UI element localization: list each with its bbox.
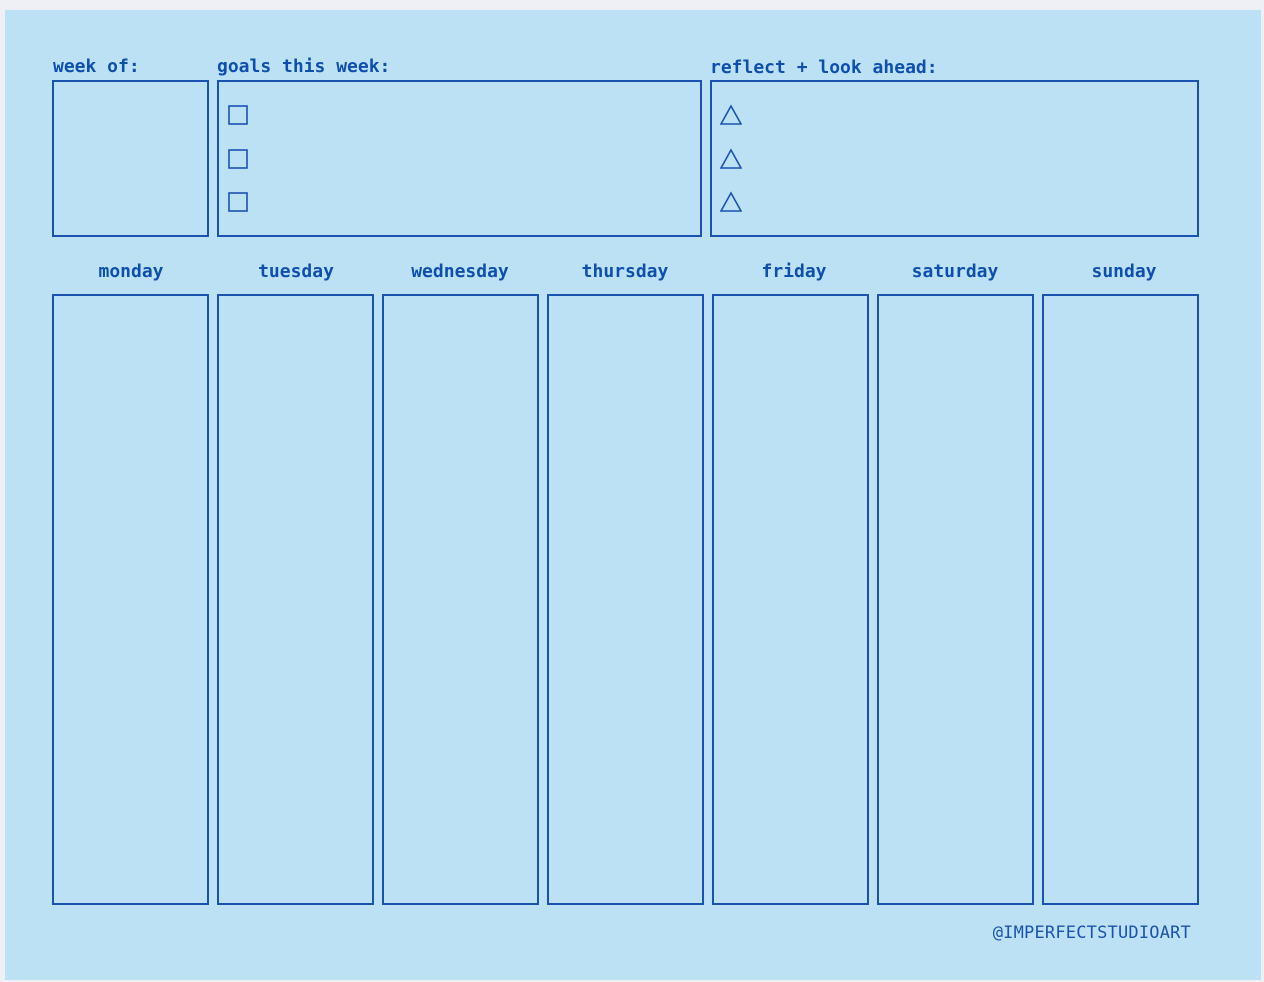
goals-label: goals this week:: [217, 56, 391, 77]
credit-text: @IMPERFECTSTUDIOART: [992, 923, 1191, 943]
triangle-icon: [720, 191, 742, 212]
day-column-sunday[interactable]: [1042, 294, 1199, 905]
reflect-label: reflect + look ahead:: [710, 57, 938, 78]
goals-box[interactable]: [217, 80, 702, 237]
week-of-field[interactable]: [52, 80, 209, 237]
day-label-tuesday: tuesday: [258, 261, 334, 282]
day-label-saturday: saturday: [911, 261, 999, 282]
day-label-wednesday: wednesday: [411, 261, 509, 282]
planner-page: week of: goals this week: reflect + look…: [5, 10, 1261, 980]
day-column-tuesday[interactable]: [217, 294, 374, 905]
day-column-wednesday[interactable]: [382, 294, 539, 905]
day-column-monday[interactable]: [52, 294, 209, 905]
day-label-thursday: thursday: [581, 261, 669, 282]
day-column-saturday[interactable]: [877, 294, 1034, 905]
day-label-monday: monday: [98, 261, 164, 282]
week-of-label: week of:: [53, 56, 140, 77]
checkbox-icon[interactable]: [227, 191, 249, 213]
day-label-friday: friday: [761, 261, 827, 282]
reflect-box[interactable]: [710, 80, 1199, 237]
day-label-sunday: sunday: [1091, 261, 1157, 282]
day-column-thursday[interactable]: [547, 294, 704, 905]
checkbox-icon[interactable]: [227, 148, 249, 170]
day-column-friday[interactable]: [712, 294, 869, 905]
triangle-icon: [720, 104, 742, 125]
checkbox-icon[interactable]: [227, 104, 249, 126]
triangle-icon: [720, 148, 742, 169]
